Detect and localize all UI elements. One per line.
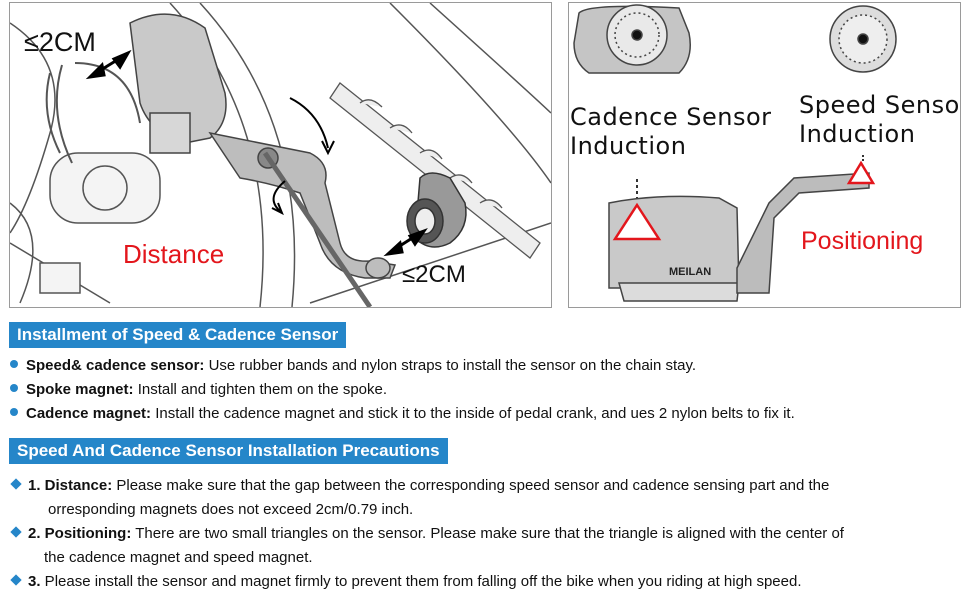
installation-diagram: ≤2CM ≤2CM Distance <box>9 2 552 308</box>
speed-sensor-line2: Induction <box>799 120 916 148</box>
list-item-continuation: orresponding magnets does not exceed 2cm… <box>48 501 414 518</box>
installation-heading: Installment of Speed & Cadence Sensor <box>9 322 347 348</box>
bullet-diamond-icon <box>10 526 22 538</box>
list-item: 2. Positioning: There are two small tria… <box>10 522 844 546</box>
list-item: 3. Please install the sensor and magnet … <box>10 570 802 594</box>
precautions-heading: Speed And Cadence Sensor Installation Pr… <box>9 438 448 464</box>
cadence-sensor-label: Cadence Sensor Induction <box>570 103 772 161</box>
bullet-diamond-icon <box>10 478 22 490</box>
positioning-diagram: MEILAN Cadence Sensor Induction Speed Se… <box>568 2 961 308</box>
bullet-diamond-icon <box>10 574 22 586</box>
gap-top-label: ≤2CM <box>24 27 96 57</box>
cadence-sensor-line2: Induction <box>570 132 687 160</box>
list-item: 1. Distance: Please make sure that the g… <box>10 474 829 498</box>
distance-label: Distance <box>123 239 225 269</box>
list-item: Cadence magnet: Install the cadence magn… <box>10 402 795 426</box>
gap-bottom-label: ≤2CM <box>402 261 466 288</box>
brand-logo: MEILAN <box>669 266 711 278</box>
speed-sensor-label: Speed Sensor Induction <box>799 91 961 149</box>
sensor-positioning-illustration: MEILAN <box>573 4 897 302</box>
bike-sensor-illustration <box>10 3 551 307</box>
positioning-label: Positioning <box>801 227 924 255</box>
list-item-continuation: the cadence magnet and speed magnet. <box>44 549 313 566</box>
speed-sensor-line1: Speed Sensor <box>799 91 961 119</box>
bullet-dot-icon <box>10 360 18 369</box>
bullet-dot-icon <box>10 384 18 393</box>
list-item: Spoke magnet: Install and tighten them o… <box>10 378 387 402</box>
cadence-sensor-line1: Cadence Sensor <box>570 103 772 131</box>
bullet-dot-icon <box>10 408 18 417</box>
list-item: Speed& cadence sensor: Use rubber bands … <box>10 354 696 378</box>
